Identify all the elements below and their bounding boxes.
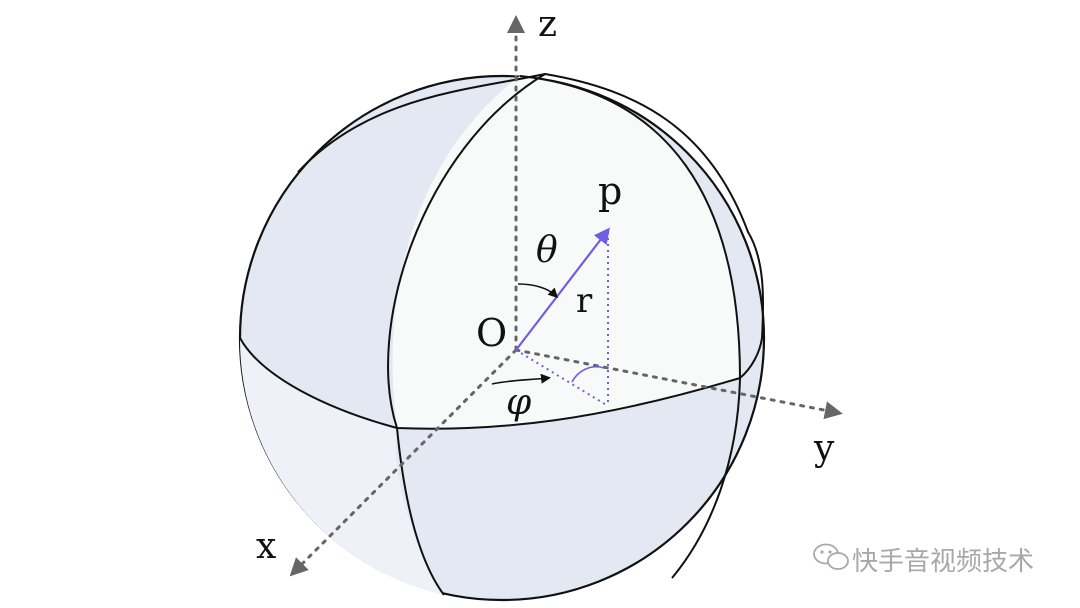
wechat-icon [813,543,849,570]
radius-label: r [576,281,593,321]
position-vector [515,227,610,351]
top-rim-curve [297,72,765,339]
z-axis-label: z [538,4,557,45]
theta-arrow [517,283,559,299]
phi-angle-arc [571,366,605,383]
inner-meridian-curve [519,75,742,579]
watermark: 快手音视频技术 [813,543,1034,577]
meridian-curve [387,73,546,596]
phi-arrow [491,373,551,385]
y-axis [514,348,843,420]
y-axis-label: y [813,428,835,469]
x-axis [289,348,518,577]
x-axis-label: x [256,526,276,567]
origin-label: O [476,311,507,355]
lower-left-shade [239,338,444,595]
cutaway-face [392,76,740,429]
equator-curve [239,337,763,430]
watermark-text: 快手音视频技术 [852,547,1034,577]
phi-label: φ [506,382,532,423]
point-label: p [598,169,622,213]
theta-label: θ [536,230,558,271]
